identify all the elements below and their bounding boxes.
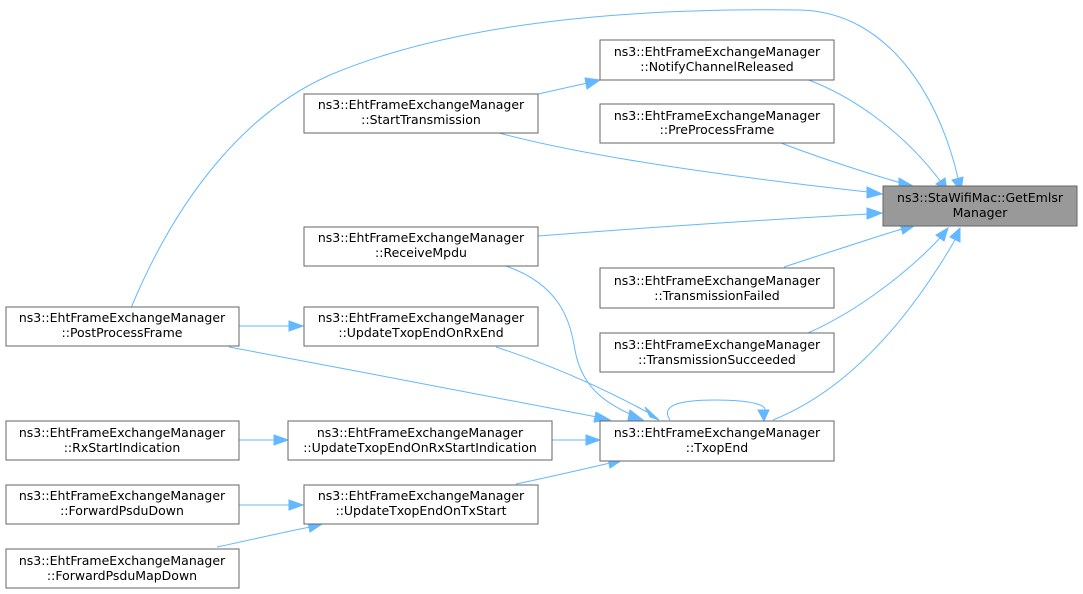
node-label-line1: ns3::EhtFrameExchangeManager [318, 310, 525, 325]
node-label-line1: ns3::EhtFrameExchangeManager [19, 425, 226, 440]
edge-txop-end-self-loop [667, 399, 770, 423]
node-label-line1: ns3::EhtFrameExchangeManager [19, 310, 226, 325]
edge-post-process-to-txop-end [228, 346, 612, 423]
node-label-line1: ns3::EhtFrameExchangeManager [19, 553, 226, 568]
node-txop-end[interactable]: ns3::EhtFrameExchangeManager ::TxopEnd [599, 420, 835, 462]
edge-post-process-to-focus-top [130, 9, 964, 309]
node-update-txop-end-on-tx-start[interactable]: ns3::EhtFrameExchangeManager ::UpdateTxo… [303, 484, 539, 525]
edge-forward-psdu-down-to-update-tx-start [239, 499, 305, 511]
edge-post-process-to-update-rx-end [239, 320, 305, 332]
node-start-transmission[interactable]: ns3::EhtFrameExchangeManager ::StartTran… [303, 93, 539, 134]
node-notify-channel-released[interactable]: ns3::EhtFrameExchangeManager ::NotifyCha… [599, 39, 835, 81]
node-label-line1: ns3::EhtFrameExchangeManager [318, 488, 525, 503]
node-label-line2: ::ForwardPsduMapDown [47, 568, 197, 583]
node-focus-get-emlsr-manager[interactable]: ns3::StaWifiMac::GetEmlsr Manager [882, 185, 1078, 227]
node-label-line2: ::TransmissionFailed [654, 288, 779, 303]
node-label-line1: ns3::EhtFrameExchangeManager [614, 425, 821, 440]
node-label-line1: ns3::EhtFrameExchangeManager [318, 230, 525, 245]
node-label-line2: ::NotifyChannelReleased [640, 59, 793, 74]
edge-start-transmission-to-notify-released [537, 77, 602, 95]
edge-start-transmission-to-focus [498, 132, 884, 199]
edge-update-rx-start-indication-to-txop-end [552, 434, 602, 446]
node-label-line2: ::TransmissionSucceeded [638, 352, 796, 367]
node-label-line1: ns3::EhtFrameExchangeManager [318, 97, 525, 112]
node-rx-start-indication[interactable]: ns3::EhtFrameExchangeManager ::RxStartIn… [5, 420, 240, 461]
node-label-line1: ns3::EhtFrameExchangeManager [614, 108, 821, 123]
node-label-line1: ns3::EhtFrameExchangeManager [614, 44, 821, 59]
node-update-txop-end-on-rx-start-indication[interactable]: ns3::EhtFrameExchangeManager ::UpdateTxo… [287, 420, 553, 461]
node-label-line2: ::UpdateTxopEndOnRxStartIndication [303, 440, 537, 455]
node-label-line1: ns3::EhtFrameExchangeManager [317, 425, 524, 440]
edge-pre-process-to-focus [780, 142, 915, 190]
node-label-line2: ::StartTransmission [361, 112, 481, 127]
edges [130, 9, 964, 548]
edge-receive-mpdu-to-txop-end [505, 265, 645, 421]
node-update-txop-end-on-rx-end[interactable]: ns3::EhtFrameExchangeManager ::UpdateTxo… [303, 306, 539, 347]
edge-rx-start-indication-to-update-rx-start-indication [239, 434, 290, 446]
node-label-line1: ns3::EhtFrameExchangeManager [19, 488, 226, 503]
node-post-process-frame[interactable]: ns3::EhtFrameExchangeManager ::PostProce… [5, 306, 240, 347]
node-label-line2: Manager [953, 205, 1009, 220]
node-label-line2: ::TxopEnd [686, 440, 748, 455]
node-label-line1: ns3::StaWifiMac::GetEmlsr [897, 190, 1064, 205]
node-label-line2: ::PostProcessFrame [62, 325, 183, 340]
nodes: ns3::StaWifiMac::GetEmlsr Manager ns3::E… [5, 39, 1078, 589]
node-receive-mpdu[interactable]: ns3::EhtFrameExchangeManager ::ReceiveMp… [303, 226, 539, 267]
node-label-line1: ns3::EhtFrameExchangeManager [614, 273, 821, 288]
node-label-line2: ::ForwardPsduDown [60, 503, 184, 518]
edge-receive-mpdu-to-focus [537, 207, 884, 237]
node-label-line2: ::PreProcessFrame [660, 122, 775, 137]
node-forward-psdu-down[interactable]: ns3::EhtFrameExchangeManager ::ForwardPs… [5, 484, 240, 525]
node-forward-psdu-map-down[interactable]: ns3::EhtFrameExchangeManager ::ForwardPs… [5, 548, 240, 589]
edge-forward-psdu-map-down-to-update-tx-start [216, 521, 324, 548]
edge-update-tx-start-to-txop-end [515, 457, 624, 485]
node-label-line2: ::RxStartIndication [64, 440, 181, 455]
node-label-line2: ::UpdateTxopEndOnRxEnd [338, 325, 503, 340]
node-transmission-failed[interactable]: ns3::EhtFrameExchangeManager ::Transmiss… [599, 267, 835, 309]
node-label-line2: ::ReceiveMpdu [375, 245, 467, 260]
edge-transmission-succeeded-to-focus [807, 226, 949, 334]
edge-transmission-failed-to-focus [783, 223, 916, 268]
node-transmission-succeeded[interactable]: ns3::EhtFrameExchangeManager ::Transmiss… [599, 332, 835, 373]
node-label-line2: ::UpdateTxopEndOnTxStart [335, 503, 506, 518]
edge-update-rx-end-to-txop-end [495, 346, 660, 421]
node-pre-process-frame[interactable]: ns3::EhtFrameExchangeManager ::PreProces… [599, 103, 835, 144]
node-label-line1: ns3::EhtFrameExchangeManager [614, 337, 821, 352]
edge-txop-end-to-focus [772, 226, 961, 421]
